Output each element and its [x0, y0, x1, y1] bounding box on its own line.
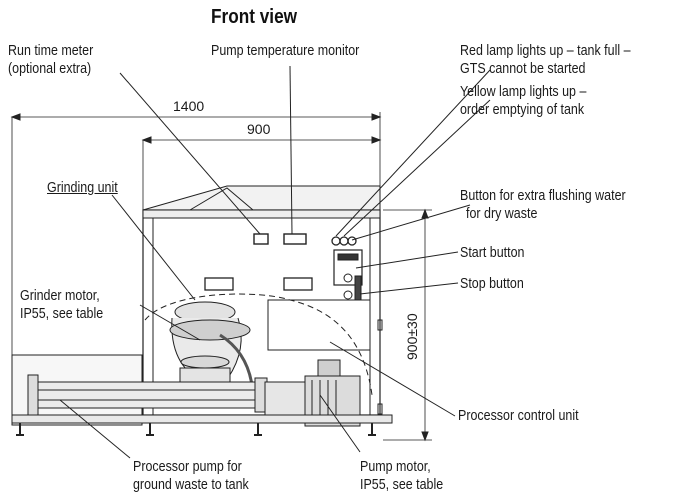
label-run-time-meter-optional: (optional extra)	[8, 61, 92, 77]
label-grinding-unit: Grinding unit	[47, 180, 118, 196]
label-yellow-lamp: Yellow lamp lights up –	[460, 84, 587, 100]
dimension-cabinet-width: 900	[247, 121, 271, 137]
label-flush-button-cont: for dry waste	[466, 206, 538, 222]
label-pump-temperature-monitor: Pump temperature monitor	[211, 43, 360, 59]
label-stop-button: Stop button	[460, 276, 524, 292]
label-pump-motor-ip: IP55, see table	[360, 477, 444, 493]
label-grinder-motor: Grinder motor,	[20, 288, 100, 304]
dimension-overall-width: 1400	[173, 98, 205, 114]
label-grinder-motor-ip: IP55, see table	[20, 306, 104, 322]
label-start-button: Start button	[460, 245, 525, 261]
label-processor-pump-cont: ground waste to tank	[133, 477, 249, 493]
label-yellow-lamp-cont: order emptying of tank	[460, 102, 585, 118]
label-pump-motor: Pump motor,	[360, 459, 431, 475]
label-red-lamp: Red lamp lights up – tank full –	[460, 43, 631, 59]
label-flush-button: Button for extra flushing water	[460, 188, 626, 204]
label-red-lamp-cont: GTS cannot be started	[460, 61, 586, 77]
label-run-time-meter: Run time meter	[8, 43, 94, 59]
page-title: Front view	[211, 6, 298, 28]
dimension-height: 900±30	[404, 313, 420, 360]
label-processor-pump: Processor pump for	[133, 459, 242, 475]
label-processor-control-unit: Processor control unit	[458, 408, 579, 424]
